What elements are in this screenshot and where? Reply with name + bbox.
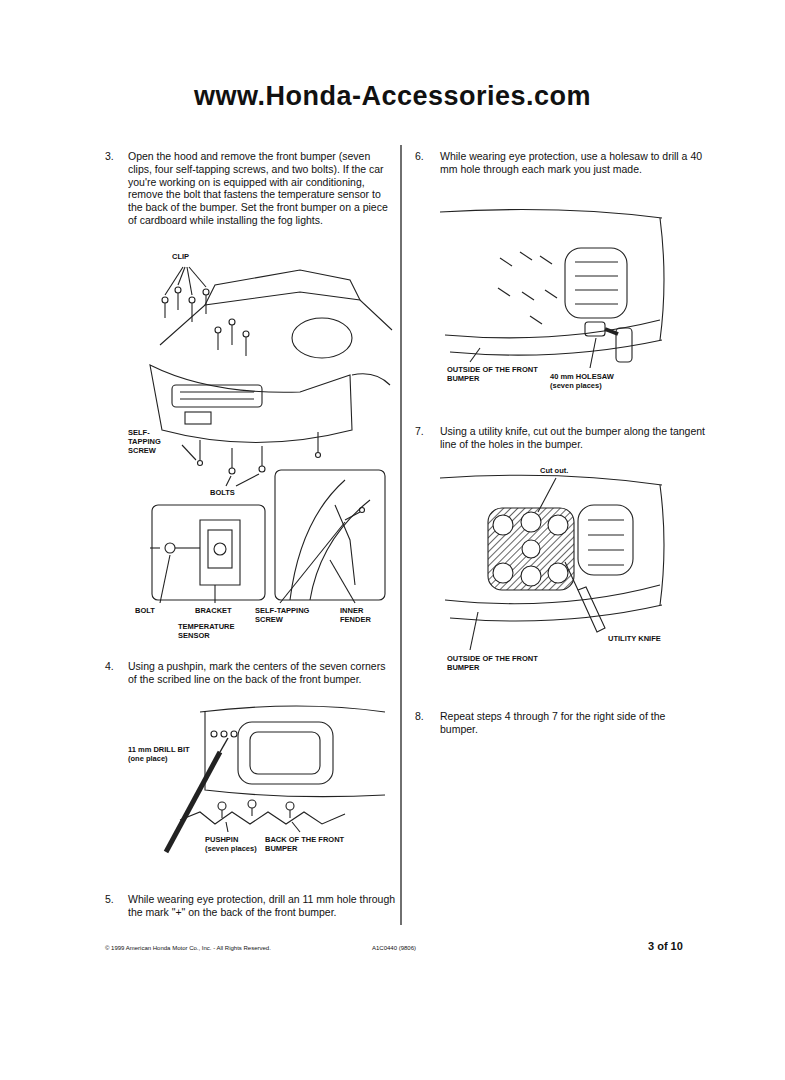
step-text: While wearing eye protection, use a hole… <box>440 150 705 176</box>
part-label: TEMPERATURE SENSOR <box>178 622 250 640</box>
back-of-bumper-drawing <box>166 706 385 852</box>
bumper-removal-drawing <box>150 267 392 603</box>
part-label: CLIP <box>172 252 212 261</box>
part-label: SELF-TAPPING SCREW <box>128 428 178 455</box>
part-label: PUSHPIN (seven places) <box>205 835 260 853</box>
page-title: www.Honda-Accessories.com <box>0 80 785 113</box>
step-number: 8. <box>415 710 435 723</box>
step-text: Using a pushpin, mark the centers of the… <box>128 660 396 686</box>
step-text: Repeat steps 4 through 7 for the right s… <box>440 710 705 736</box>
part-label: OUTSIDE OF THE FRONT BUMPER <box>447 654 542 672</box>
part-label: UTILITY KNIFE <box>608 634 688 643</box>
step-number: 3. <box>105 150 125 163</box>
document-code: A1C0440 (9806) <box>372 945 462 952</box>
part-label: BACK OF THE FRONT BUMPER <box>265 835 355 853</box>
cut-out-drawing <box>440 475 664 650</box>
copyright-note: © 1999 American Honda Motor Co., Inc. - … <box>105 945 335 952</box>
step-number: 4. <box>105 660 125 673</box>
holesaw-drawing <box>440 210 664 368</box>
step-number: 6. <box>415 150 435 163</box>
part-label: SELF-TAPPING SCREW <box>255 606 317 624</box>
part-label: 11 mm DRILL BIT (one place) <box>128 745 190 763</box>
step-text: 5. <box>105 893 125 906</box>
column-rule <box>400 145 401 925</box>
step-text: Using a utility knife, cut out the bumpe… <box>440 425 705 451</box>
page-number: 3 of 10 <box>648 940 708 953</box>
part-label: Cut out. <box>540 466 590 475</box>
part-label: INNER FENDER <box>340 606 385 624</box>
part-label: BOLTS <box>210 488 250 497</box>
part-label: OUTSIDE OF THE FRONT BUMPER <box>447 365 542 383</box>
step-text: While wearing eye protection, drill an 1… <box>128 893 396 919</box>
part-label: 40 mm HOLESAW (seven places) <box>550 372 635 390</box>
part-label: BRACKET <box>195 606 245 615</box>
step-text: Open the hood and remove the front bumpe… <box>128 150 396 227</box>
step-number: 7. <box>415 425 435 438</box>
part-label: BOLT <box>135 606 165 615</box>
